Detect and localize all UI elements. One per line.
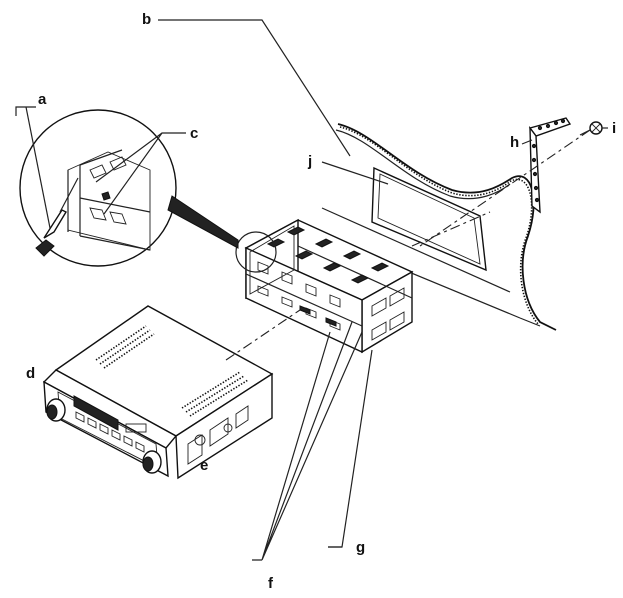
label-h: h [510, 134, 519, 151]
label-g: g [356, 539, 365, 556]
dashboard-panel [321, 123, 557, 331]
mounting-screw [579, 121, 603, 136]
mounting-sleeve [235, 218, 414, 354]
radio-unit [42, 305, 274, 480]
mounting-bracket [528, 117, 572, 214]
label-i: i [612, 120, 616, 137]
label-b: b [142, 11, 151, 28]
label-e: e [200, 457, 208, 474]
label-d: d [26, 365, 35, 382]
label-j: j [307, 153, 312, 170]
leader-lines [15, 19, 608, 561]
dashboard-opening [371, 166, 487, 272]
label-c: c [190, 125, 198, 142]
label-a: a [38, 91, 47, 108]
zoom-detail-callout [19, 109, 239, 267]
label-f: f [268, 575, 274, 592]
